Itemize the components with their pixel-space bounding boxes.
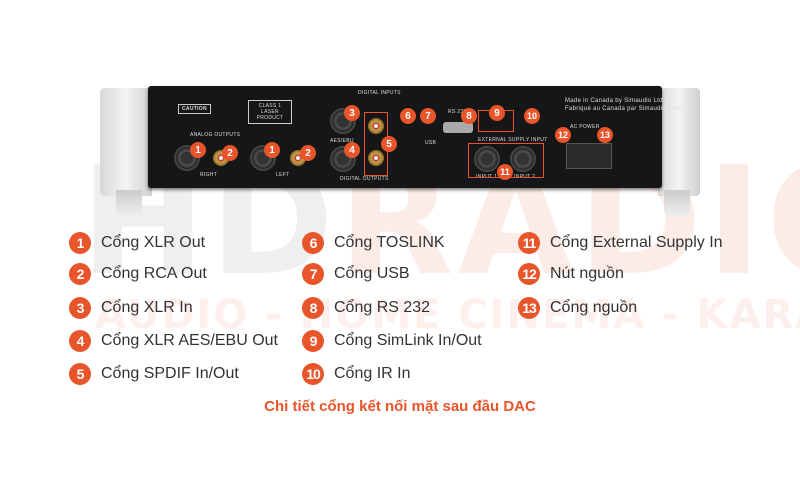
legend-item: 10 Cổng IR In — [302, 362, 410, 386]
external-supply-input-1 — [474, 146, 500, 172]
digital-outputs-label: DIGITAL OUTPUTS — [340, 176, 389, 182]
legend-label: Cổng IR In — [334, 365, 411, 382]
legend-item: 4 Cổng XLR AES/EBU Out — [69, 329, 278, 353]
marker-3: 3 — [344, 105, 360, 121]
power-switch-and-inlet — [566, 143, 612, 169]
left-label: LEFT — [276, 172, 290, 178]
right-label: RIGHT — [200, 172, 218, 178]
number-badge: 5 — [69, 363, 91, 385]
number-badge: 12 — [518, 263, 540, 285]
marker-2: 2 — [222, 145, 238, 161]
marker-12: 12 — [555, 127, 571, 143]
legend-item: 12 Nút nguồn — [518, 262, 624, 286]
legend-label: Cổng USB — [334, 265, 410, 282]
ac-power-label: AC POWER — [570, 124, 600, 130]
marker-6: 6 — [400, 108, 416, 124]
number-badge: 13 — [518, 297, 540, 319]
marker-11: 11 — [497, 164, 513, 180]
number-badge: 6 — [302, 232, 324, 254]
dac-rear-panel-image: CAUTION CLASS 1 LASER PRODUCT ANALOG OUT… — [0, 0, 800, 230]
legend-label: Cổng RS 232 — [334, 299, 431, 316]
left-side-cover — [100, 88, 152, 196]
marker-13: 13 — [597, 127, 613, 143]
marker-4: 4 — [344, 142, 360, 158]
legend-label: Cổng nguồn — [550, 299, 638, 316]
analog-outputs-label: ANALOG OUTPUTS — [190, 132, 241, 138]
legend-item: 9 Cổng SimLink In/Out — [302, 329, 482, 353]
number-badge: 3 — [69, 297, 91, 319]
marker-8: 8 — [461, 108, 477, 124]
usb-label: USB — [425, 140, 437, 146]
legend-item: 6 Cổng TOSLINK — [302, 231, 445, 255]
laser-label: CLASS 1 LASER PRODUCT — [248, 100, 292, 124]
caution-label: CAUTION — [178, 104, 211, 114]
legend-item: 3 Cổng XLR In — [69, 296, 193, 320]
legend-label: Cổng XLR Out — [101, 234, 206, 251]
digital-inputs-label: DIGITAL INPUTS — [358, 90, 401, 96]
xlr-in — [330, 108, 356, 134]
number-badge: 2 — [69, 263, 91, 285]
marker-1: 1 — [190, 142, 206, 158]
legend-item: 11 Cổng External Supply In — [518, 231, 723, 255]
legend-label: Nút nguồn — [550, 265, 624, 282]
legend-label: Cổng External Supply In — [550, 234, 723, 251]
legend-label: Cổng SimLink In/Out — [334, 332, 482, 349]
legend-item: 8 Cổng RS 232 — [302, 296, 430, 320]
spdif-in — [368, 118, 384, 134]
right-side-cover — [658, 88, 700, 196]
caption: Chi tiết cổng kết nối mặt sau đầu DAC — [264, 398, 536, 415]
maker-en-label: Made in Canada by Simaudio Ltd — [565, 98, 663, 104]
number-badge: 10 — [302, 363, 324, 385]
number-badge: 8 — [302, 297, 324, 319]
marker-5: 5 — [381, 136, 397, 152]
marker-2b: 2 — [300, 145, 316, 161]
legend-label: Cổng XLR AES/EBU Out — [101, 332, 278, 349]
maker-fr-label: Fabriqué au Canada par Simaudio Ltée — [565, 106, 681, 112]
marker-7: 7 — [420, 108, 436, 124]
legend-label: Cổng RCA Out — [101, 265, 207, 282]
rs232-label: RS 232 — [448, 109, 467, 115]
legend-item: 1 Cổng XLR Out — [69, 231, 205, 255]
number-badge: 7 — [302, 263, 324, 285]
external-supply-input-2 — [510, 146, 536, 172]
legend-item: 2 Cổng RCA Out — [69, 262, 207, 286]
number-badge: 9 — [302, 330, 324, 352]
marker-1b: 1 — [264, 142, 280, 158]
aes-ebu-label: AES/EBU — [330, 138, 354, 144]
right-foot — [664, 190, 690, 216]
legend-label: Cổng TOSLINK — [334, 234, 445, 251]
external-supply-label: EXTERNAL SUPPLY INPUT — [478, 137, 548, 143]
number-badge: 1 — [69, 232, 91, 254]
left-foot — [116, 190, 142, 216]
legend-label: Cổng SPDIF In/Out — [101, 365, 239, 382]
legend-item: 7 Cổng USB — [302, 262, 410, 286]
spdif-out — [368, 150, 384, 166]
legend-label: Cổng XLR In — [101, 299, 193, 316]
rs232-port — [443, 122, 473, 133]
legend-item: 5 Cổng SPDIF In/Out — [69, 362, 239, 386]
number-badge: 11 — [518, 232, 540, 254]
rear-panel — [148, 86, 662, 188]
legend-item: 13 Cổng nguồn — [518, 296, 637, 320]
number-badge: 4 — [69, 330, 91, 352]
marker-9: 9 — [489, 105, 505, 121]
marker-10: 10 — [524, 108, 540, 124]
